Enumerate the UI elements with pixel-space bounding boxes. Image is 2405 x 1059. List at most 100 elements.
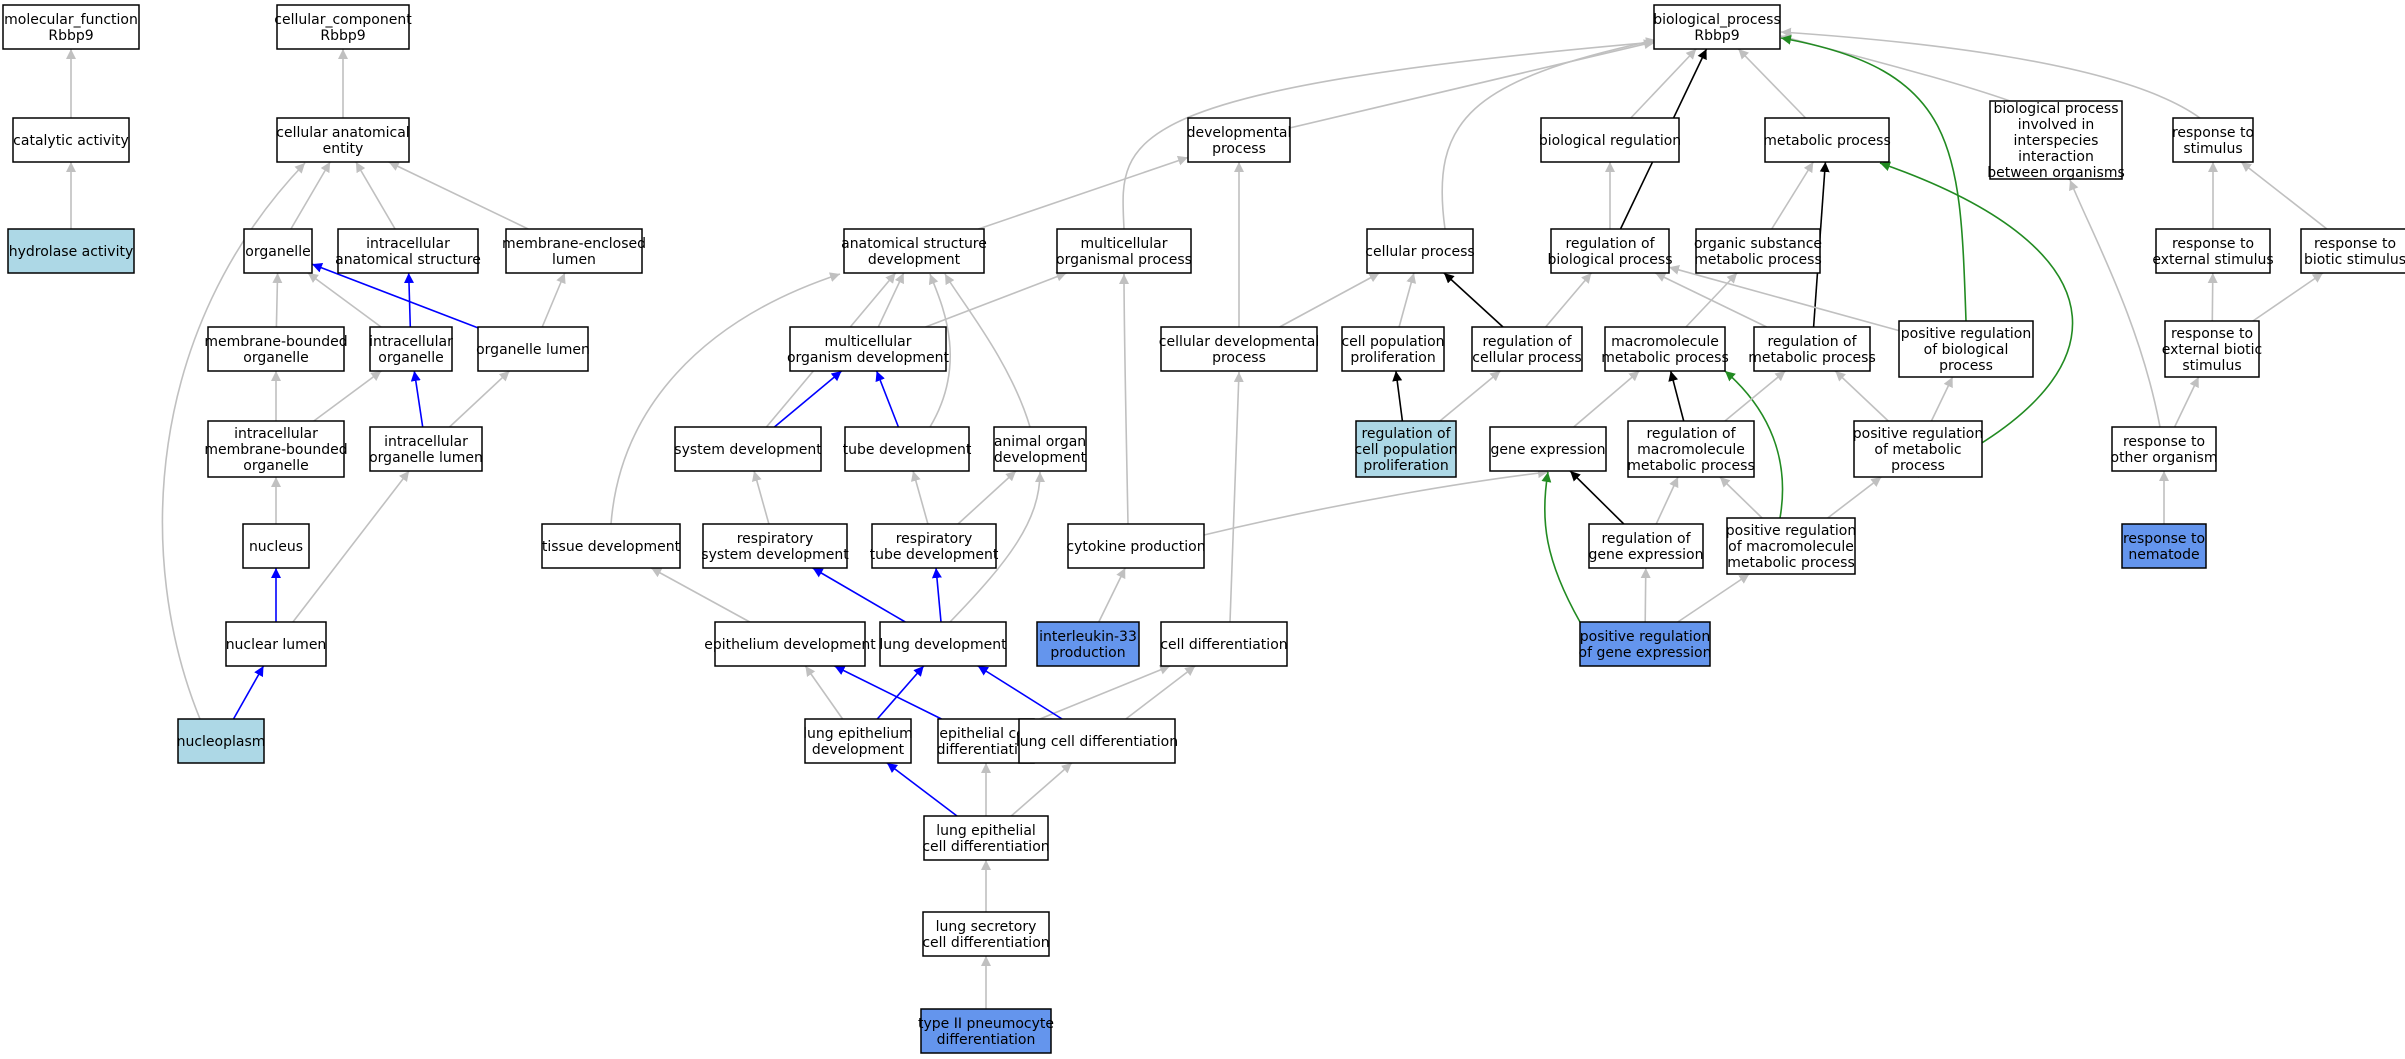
go-term-node-ld[interactable]: lung development	[879, 621, 1007, 667]
node-label-line: of biological	[1924, 342, 2009, 358]
go-term-node-np[interactable]: nucleoplasm	[177, 718, 266, 764]
edge-ecd-to-epd	[834, 665, 942, 720]
edge-rtebs-to-rtes	[2207, 272, 2218, 322]
go-term-node-nuc[interactable]: nucleus	[242, 523, 310, 569]
edge-line	[1439, 370, 1501, 422]
node-box	[1067, 523, 1205, 569]
node-label-line: cell differentiation	[922, 839, 1049, 855]
go-term-node-cp[interactable]: cellular process	[1365, 228, 1475, 274]
node-label-line: response to	[2314, 236, 2396, 252]
node-box	[1550, 228, 1670, 274]
go-term-node-cat[interactable]: catalytic activity	[12, 117, 130, 163]
node-box	[1160, 621, 1288, 667]
node-label-line: process	[1939, 358, 1993, 374]
node-label-line: anatomical structure	[335, 252, 481, 268]
node-box	[714, 621, 866, 667]
node-box	[177, 718, 265, 764]
node-label-line: response to	[2172, 125, 2254, 141]
go-term-node-hyd[interactable]: hydrolase activity	[7, 228, 135, 274]
go-term-node-lcd[interactable]: lung cell differentiation	[1016, 718, 1178, 764]
go-term-node-mp[interactable]: metabolic process	[1763, 117, 1891, 163]
node-box	[1187, 117, 1291, 163]
go-term-node-epd[interactable]: epithelium development	[704, 621, 876, 667]
edge-line	[1392, 370, 1404, 422]
go-term-node-cd[interactable]: cell differentiation	[1160, 621, 1288, 667]
go-term-node-sd[interactable]: system development	[674, 426, 822, 472]
go-term-node-breg[interactable]: biological regulation	[1539, 117, 1681, 163]
node-label-line: interleukin-33	[1039, 629, 1137, 645]
edge-line	[876, 665, 925, 720]
edge-line	[2240, 161, 2328, 230]
edge-line	[403, 272, 414, 328]
node-label-line: development	[812, 742, 905, 758]
node-label-line: lung cell differentiation	[1016, 734, 1178, 750]
go-term-node-cytp[interactable]: cytokine production	[1066, 523, 1206, 569]
node-label-line: biological process	[1994, 101, 2119, 117]
go-term-node-nl[interactable]: nuclear lumen	[225, 621, 327, 667]
node-label-line: cytokine production	[1066, 539, 1205, 555]
edge-rcpp-to-cpp	[1392, 370, 1404, 422]
go-term-node-tisd[interactable]: tissue development	[541, 523, 681, 569]
go-term-node-org[interactable]: organelle	[243, 228, 313, 274]
edge-rtd-to-td	[910, 470, 929, 525]
node-box	[2300, 228, 2405, 274]
go-term-node-td[interactable]: tube development	[843, 426, 972, 472]
edge-prmmp-to-prmp	[1827, 476, 1882, 519]
node-box	[2172, 117, 2254, 163]
edge-line	[1930, 376, 1954, 422]
edge-io-to-ias	[403, 272, 414, 328]
node-label-line: type II pneumocyte	[918, 1016, 1054, 1032]
go-term-node-ge[interactable]: gene expression	[1489, 426, 1607, 472]
edge-prbp-to-rbp	[1668, 265, 1900, 332]
go-term-node-ol[interactable]: organelle lumen	[476, 326, 590, 372]
edge-line	[292, 470, 410, 623]
edge-io-to-org	[307, 272, 382, 328]
node-box	[1604, 326, 1726, 372]
edge-cp-to-bp	[1441, 37, 1657, 230]
